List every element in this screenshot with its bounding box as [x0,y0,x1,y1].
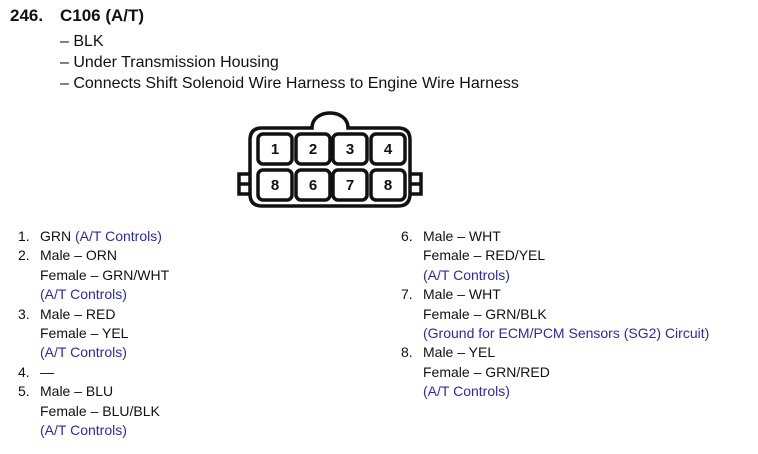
pin-number: 6. [401,228,413,244]
pin-male-wire: Male – RED [40,305,116,322]
pin-female-wire: Female – YEL [40,325,129,342]
pin-number: 7. [401,286,413,303]
pin-male-wire: Male – ORN [40,247,118,264]
pin-label-bottom-3: 7 [346,177,354,194]
pin-number: 5. [18,383,30,400]
pin-label-bottom-4: 8 [384,177,392,194]
pin-female-wire: Female – GRN/RED [423,363,550,380]
right-tab [410,172,423,196]
pin-label-bottom-2: 6 [309,177,317,194]
pin-label-bottom-1: 8 [271,177,279,194]
pin-circuit-link[interactable]: (Ground for ECM/PCM Sensors (SG2) Circui… [423,325,710,342]
pin-item-4: 4. — [18,363,169,382]
pin-wire: GRN [40,228,72,244]
pin-circuit-link[interactable]: (A/T Controls) [40,344,127,361]
pin-label-top-2: 2 [309,141,317,158]
pin-circuit-link[interactable]: (A/T Controls) [423,383,510,400]
pin-item-6: 6. Male – WHT Female – RED/YEL (A/T Cont… [401,227,709,285]
item-number: 246. [10,6,44,25]
pin-female-wire: Female – BLU/BLK [40,402,160,419]
pin-list-right: 6. Male – WHT Female – RED/YEL (A/T Cont… [401,227,709,402]
pin-male-wire: Male – WHT [423,286,501,303]
pin-number: 1. [18,228,30,244]
connector-housing [248,111,412,208]
pin-female-wire: Female – RED/YEL [423,247,546,264]
connector-color: BLK [60,31,519,52]
pin-number: 4. [18,363,30,380]
pin-male-wire: Male – BLU [40,383,114,400]
pin-circuit-link[interactable]: (A/T Controls) [40,422,127,439]
cavity-7 [331,168,369,202]
pin-label-top-3: 3 [346,141,354,158]
pin-female-wire: Female – GRN/WHT [40,266,170,283]
cavity-3 [331,132,369,166]
pin-number: 2. [18,247,30,264]
pin-label-top-1: 1 [271,141,279,158]
pin-male-wire: Male – YEL [423,344,496,361]
connector-properties: BLK Under Transmission Housing Connects … [60,31,519,94]
cavity-2 [294,132,332,166]
pin-item-5: 5. Male – BLU Female – BLU/BLK (A/T Cont… [18,382,169,440]
pin-male-wire: Male – WHT [423,228,501,244]
pin-item-2: 2. Male – ORN Female – GRN/WHT (A/T Cont… [18,246,169,304]
left-tab [237,172,250,196]
pin-item-8: 8. Male – YEL Female – GRN/RED (A/T Cont… [401,343,709,401]
connector-location: Under Transmission Housing [60,52,519,73]
cavity-8b [369,168,407,202]
pin-item-3: 3. Male – RED Female – YEL (A/T Controls… [18,305,169,363]
pin-number: 8. [401,344,413,361]
page-title: C106 (A/T) [60,6,145,25]
pin-number: 3. [18,305,30,322]
cavity-8a [256,168,294,202]
pin-female-wire: Female – GRN/BLK [423,305,547,322]
pin-wire: — [40,363,54,380]
pin-list-left: 1. GRN (A/T Controls) 2. Male – ORN Fema… [18,227,169,440]
pin-item-7: 7. Male – WHT Female – GRN/BLK (Ground f… [401,285,709,343]
cavity-4 [369,132,407,166]
pin-circuit-link[interactable]: (A/T Controls) [40,286,127,303]
pin-circuit-link[interactable]: (A/T Controls) [75,228,162,244]
cavity-1 [256,132,294,166]
pin-circuit-link[interactable]: (A/T Controls) [423,266,510,283]
pin-item-1: 1. GRN (A/T Controls) [18,227,169,246]
cavity-6 [294,168,332,202]
connector-description: Connects Shift Solenoid Wire Harness to … [60,73,519,94]
pin-label-top-4: 4 [384,141,393,158]
